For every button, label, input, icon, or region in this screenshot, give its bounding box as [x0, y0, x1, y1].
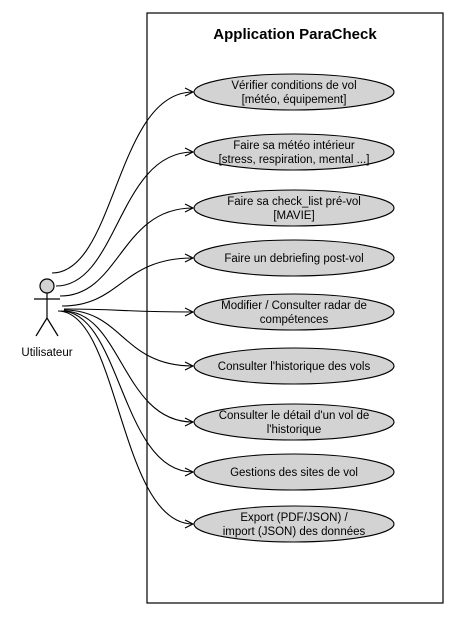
use-case-ellipse [193, 347, 395, 385]
use-case-ellipse [193, 133, 395, 171]
use-case-ellipse [193, 73, 395, 111]
association-line [63, 309, 193, 366]
use-case-ellipse [193, 403, 395, 441]
use-case-label: Consulter le détail d'un vol de [219, 410, 370, 422]
actor-head [39, 278, 55, 294]
use-case: Consulter l'historique des vols [193, 347, 395, 385]
association-line [61, 258, 193, 307]
use-case-label: Faire sa check_list pré-vol [227, 196, 361, 208]
use-case-label: Modifier / Consulter radar de [221, 300, 367, 312]
system-title: Application ParaCheck [213, 26, 377, 43]
use-case-ellipse [193, 189, 395, 227]
use-case-label: [stress, respiration, mental ...] [219, 154, 370, 166]
use-case-label: [météo, équipement] [242, 94, 347, 106]
use-case-label: [MAVIE] [273, 210, 314, 222]
use-case-ellipse [193, 293, 395, 331]
use-case: Faire sa météo intérieur [stress, respira… [193, 133, 395, 171]
association-line [59, 208, 193, 297]
use-case-ellipse [193, 239, 395, 277]
use-case: Modifier / Consulter radar de compétences [193, 293, 395, 331]
use-case-label: import (JSON) des données [223, 526, 366, 538]
use-case-label: Gestions des sites de vol [230, 467, 358, 479]
use-case: Consulter le détail d'un vol de l'histori… [193, 403, 395, 441]
actor-right-leg [46, 317, 59, 337]
use-case-label: Export (PDF/JSON) / [240, 512, 348, 524]
actor-label: Utilisateur [21, 347, 72, 359]
use-case: Vérifier conditions de vol [météo, équipe… [193, 73, 395, 111]
actor-left-leg [35, 317, 48, 337]
use-case-label: Faire un debriefing post-vol [224, 253, 363, 265]
association-line [60, 310, 193, 472]
association-line [63, 309, 193, 312]
use-case: Gestions des sites de vol [193, 453, 395, 491]
association-line [57, 310, 193, 524]
use-case-label: Faire sa météo intérieur [233, 140, 355, 152]
use-case-label: Consulter l'historique des vols [218, 361, 371, 373]
use-case-label: l'historique [267, 424, 322, 436]
use-cases: Vérifier conditions de vol [météo, équipe… [193, 73, 395, 543]
association-line [51, 92, 193, 274]
use-case: Export (PDF/JSON) / import (JSON) des don… [193, 505, 395, 543]
connectors [51, 92, 193, 524]
association-line [62, 310, 193, 422]
use-case: Faire sa check_list pré-vol [MAVIE] [193, 189, 395, 227]
use-case: Faire un debriefing post-vol [193, 239, 395, 277]
association-line [55, 152, 193, 287]
actor-utilisateur: Utilisateur [21, 278, 73, 359]
use-case-label: compétences [260, 314, 329, 326]
use-case-label: Vérifier conditions de vol [231, 80, 356, 92]
use-case-ellipse [193, 505, 395, 543]
use-case-ellipse [193, 453, 395, 491]
